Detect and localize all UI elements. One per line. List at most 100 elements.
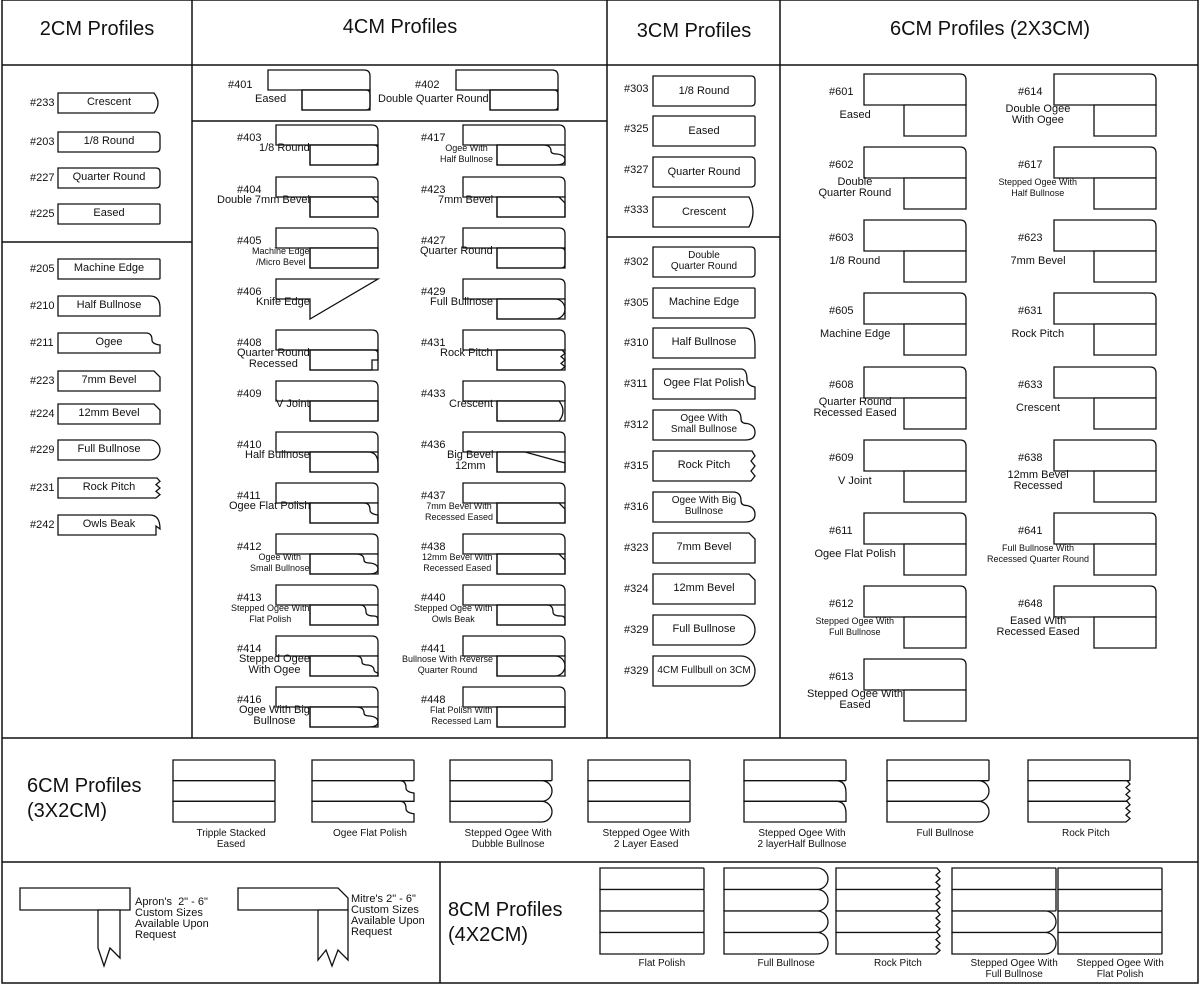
header-3cm: 3CM Profiles [636, 20, 752, 42]
profile-label: Stepped Ogee With Full Bullnose [815, 616, 895, 637]
profile-6cm3-729-shape [886, 759, 990, 823]
profile-number: #316 [624, 501, 649, 513]
profile-label: 12mm Bevel Recessed [1007, 469, 1069, 492]
profile-6cm-l-609-shape [863, 439, 967, 503]
profile-label: Ogee With Small Bullnose [250, 552, 310, 573]
profile-label: Ogee Flat Polish [814, 548, 896, 560]
profile-label: Stepped Ogee With Ogee [239, 653, 310, 676]
profile-6cm-r-623-shape [1053, 219, 1157, 283]
profile-2cm-224-shape [57, 403, 161, 425]
profile-number: #405 [237, 235, 262, 247]
profile-number: #412 [237, 541, 262, 553]
profile-number: #411 [237, 490, 261, 502]
profile-6cm3-731-shape [1027, 759, 1131, 823]
profile-number: #210 [30, 300, 55, 312]
profile-number: #416 [237, 694, 262, 706]
profile-8cm-844-shape [1057, 867, 1163, 955]
profile-6cm-r-633-shape [1053, 366, 1157, 430]
profile-number: #302 [624, 256, 649, 268]
profile-label: Ogee With Small Bullnose [670, 413, 738, 435]
profile-number: #333 [624, 204, 649, 216]
profile-number: #406 [237, 286, 262, 298]
profile-number: #431 [421, 337, 446, 349]
profile-label: Owls Beak [82, 518, 136, 530]
profile-label: 1/8 Round [678, 85, 730, 97]
profile-label: 7mm Bevel [676, 541, 732, 553]
mitre-note: Mitre's 2" - 6" Custom Sizes Available U… [351, 893, 425, 938]
profile-6cm3-711-shape [311, 759, 415, 823]
profile-4cm-r-441-shape [462, 635, 566, 677]
profile-label: Double 7mm Bevel [217, 194, 310, 206]
profile-number: #233 [30, 97, 55, 109]
profile-label: Flat Polish [638, 958, 686, 969]
profile-label: Flat Polish With Recessed Lam [430, 705, 493, 726]
profile-number: #410 [237, 439, 262, 451]
profile-label: Full Bullnose With Recessed Quarter Roun… [987, 543, 1090, 564]
profile-6cm-l-605-shape [863, 292, 967, 356]
profile-4cm-r-427-shape [462, 227, 566, 269]
profile-number: #429 [421, 286, 446, 298]
profile-3cm-333-shape [652, 196, 754, 228]
profile-6cm-l-608-shape [863, 366, 967, 430]
profile-2cm-205-shape [57, 258, 161, 280]
profile-label: Rock Pitch [82, 481, 136, 493]
profile-4cm-r-440-shape [462, 584, 566, 626]
profile-label: Crescent [449, 398, 494, 410]
profile-label: Quarter Round Recessed [237, 347, 310, 370]
profile-number: #609 [829, 452, 854, 464]
profile-number: #440 [421, 592, 446, 604]
profile-number: #613 [829, 671, 854, 683]
profile-3cm-325-shape [652, 115, 756, 147]
profile-4cm-l-411-shape [275, 482, 379, 524]
profile-label: Machine Edge [73, 262, 145, 274]
profile-number: #605 [829, 305, 854, 317]
profile-number: #227 [30, 172, 55, 184]
profile-4cm-l-406-shape [275, 278, 381, 321]
profile-number: #310 [624, 337, 649, 349]
profile-3cm-b9-shape [652, 614, 756, 646]
profile-4cm-l-413-shape [275, 584, 379, 626]
profile-label: Stepped Ogee With Full Bullnose [970, 958, 1058, 980]
profile-4cm-r-448-shape [462, 686, 566, 728]
profile-6cm3-713-shape [587, 759, 691, 823]
profile-number: #409 [237, 388, 262, 400]
profile-3cm-b5-shape [652, 450, 756, 482]
profile-label: Stepped Ogee With Owls Beak [414, 603, 493, 624]
profile-3cm-b2-shape [652, 327, 756, 359]
profile-2cm-242-shape [57, 514, 161, 536]
profile-number: #438 [421, 541, 446, 553]
profile-8cm-843-shape [951, 867, 1057, 955]
profile-number: #225 [30, 208, 55, 220]
profile-6cm3-701-shape [172, 759, 276, 823]
header-6cm-3x2: 6CM Profiles (3X2CM) [27, 775, 142, 822]
profile-4cm-l-405-shape [275, 227, 379, 269]
profile-4cm-l-404-shape [275, 176, 379, 218]
profile-3cm-b10-shape [652, 655, 756, 687]
profile-number: #402 [415, 79, 440, 91]
profile-number: #648 [1018, 598, 1043, 610]
profile-8cm-801-shape [599, 867, 705, 955]
profile-number: #203 [30, 136, 55, 148]
profile-label: Quarter Round Recessed Eased [813, 396, 897, 419]
profile-label: Stepped Ogee With 2 Layer Eased [602, 828, 690, 850]
profile-label: Full Bullnose [916, 828, 974, 839]
profile-4cm-r-437-shape [462, 482, 566, 524]
header-8cm: 8CM Profiles (4X2CM) [448, 899, 563, 946]
profile-number: #611 [829, 525, 853, 537]
profile-label: Eased [688, 125, 720, 137]
profile-number: #427 [421, 235, 446, 247]
profile-label: 1/8 Round [829, 255, 881, 267]
header-6cm: 6CM Profiles (2X3CM) [889, 18, 1091, 40]
profile-3cm-b0-shape [652, 246, 756, 278]
profile-label: 12mm Bevel [673, 582, 735, 594]
profile-label: Quarter Round [420, 245, 493, 257]
profile-label: Rock Pitch [1062, 828, 1110, 839]
profile-2cm-225-shape [57, 203, 161, 225]
profile-label: Bullnose With Reverse Quarter Round [402, 654, 494, 675]
profile-number: #601 [829, 86, 854, 98]
profile-label: Rock Pitch [440, 347, 493, 359]
apron-note: Apron's 2" - 6" Custom Sizes Available U… [135, 896, 209, 941]
profile-number: #205 [30, 263, 55, 275]
profile-2cm-211-shape [57, 332, 161, 354]
